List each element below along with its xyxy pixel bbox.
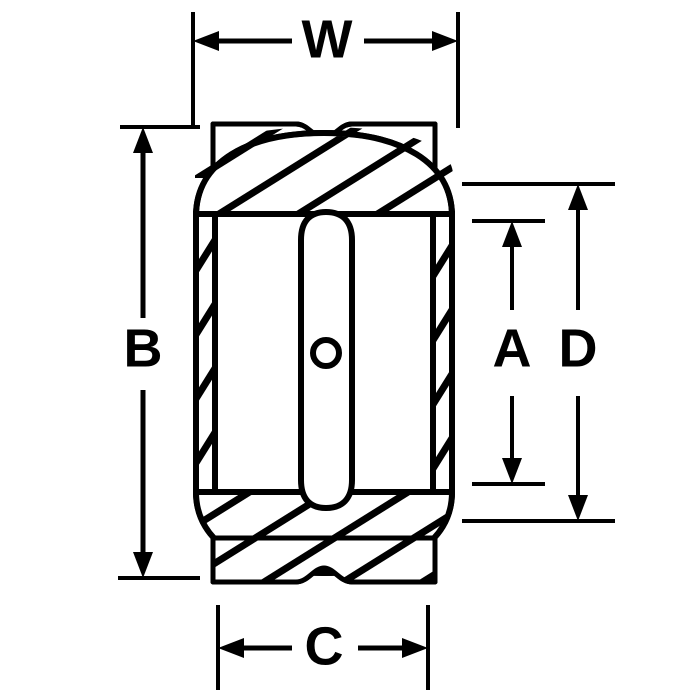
dimension-w: W [191, 9, 460, 128]
c-arrowhead-left [218, 638, 244, 658]
dimension-d: D [462, 182, 615, 523]
dimension-b: B [118, 125, 200, 580]
d-arrowhead-bottom [568, 495, 588, 521]
dimension-label-c: C [305, 616, 344, 676]
dimension-label-w: W [302, 9, 353, 69]
dimension-label-d: D [559, 318, 598, 378]
a-arrowhead-top [502, 221, 522, 247]
b-arrowhead-top [133, 127, 153, 153]
drawing-body: W B A D [118, 9, 615, 690]
w-arrowhead-right [432, 31, 458, 51]
c-arrowhead-right [402, 638, 428, 658]
w-arrowhead-left [193, 31, 219, 51]
a-arrowhead-bottom [502, 458, 522, 484]
d-arrowhead-top [568, 184, 588, 210]
inner-bore-pin [298, 209, 355, 511]
dimension-label-b: B [124, 318, 163, 378]
dimension-label-a: A [493, 318, 532, 378]
dimension-c: C [216, 605, 430, 690]
outer-race [193, 121, 455, 585]
bottom-flange [210, 535, 438, 585]
dimension-a: A [472, 219, 545, 486]
b-arrowhead-bottom [133, 552, 153, 578]
lubrication-hole-icon [310, 337, 342, 369]
